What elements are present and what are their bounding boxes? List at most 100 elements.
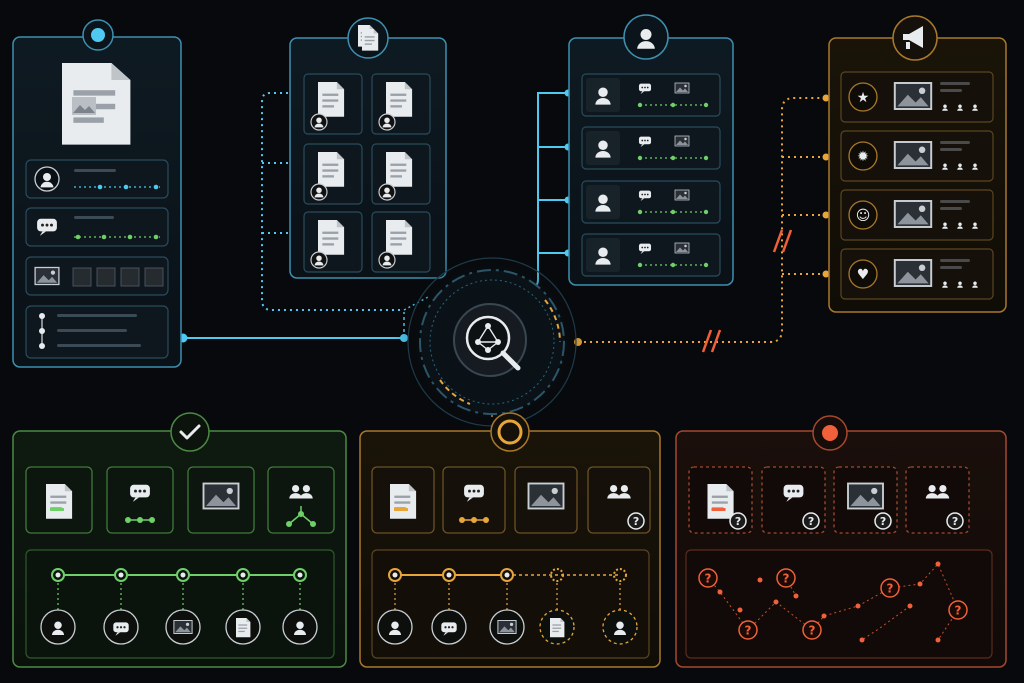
- tile-people-question-icon[interactable]: [587, 466, 651, 534]
- image-icon: [202, 482, 240, 510]
- progress-track: [40, 568, 318, 645]
- profile-row-chat[interactable]: [25, 207, 169, 247]
- progress-track: [377, 568, 638, 645]
- document-card[interactable]: [371, 211, 431, 273]
- svg-text:☺: ☺: [856, 208, 871, 224]
- missing-node[interactable]: ?: [880, 578, 900, 598]
- track-node[interactable]: [431, 609, 467, 645]
- document-card[interactable]: [303, 73, 363, 135]
- track-node[interactable]: [40, 609, 76, 645]
- profile-row-timeline[interactable]: [25, 305, 169, 359]
- user-icon: [848, 200, 878, 230]
- image-icon: [893, 200, 933, 228]
- track-node[interactable]: [489, 609, 525, 645]
- campaign-row[interactable]: ☺: [840, 189, 994, 241]
- track-node[interactable]: [282, 609, 318, 645]
- image-icon: [674, 242, 690, 254]
- svg-text:?: ?: [783, 572, 790, 586]
- document-card[interactable]: [303, 211, 363, 273]
- person-row[interactable]: [581, 73, 721, 117]
- ring-icon: [490, 412, 530, 452]
- tile-document-icon[interactable]: [371, 466, 435, 534]
- tile-people-question-icon[interactable]: [905, 466, 970, 534]
- tile-document-icon[interactable]: [25, 466, 93, 534]
- missing-node[interactable]: ?: [948, 600, 968, 620]
- broken-panel[interactable]: ??????: [675, 415, 1007, 668]
- campaign-row[interactable]: ♥: [840, 248, 994, 300]
- image-icon: [893, 82, 933, 110]
- people-panel[interactable]: [568, 14, 734, 286]
- missing-node[interactable]: ?: [802, 620, 822, 640]
- image-icon: [527, 482, 565, 510]
- document-grid: [303, 73, 431, 273]
- profile-row-images[interactable]: [25, 256, 169, 296]
- track-node[interactable]: [539, 609, 575, 645]
- svg-text:✹: ✹: [857, 149, 869, 165]
- link-break-mark: [772, 229, 793, 253]
- document-card[interactable]: [371, 143, 431, 205]
- document-icon: [390, 484, 417, 519]
- check-icon: [170, 412, 210, 452]
- complete-panel[interactable]: [12, 412, 347, 668]
- image-icon: [893, 141, 933, 169]
- document-icon: [386, 220, 413, 255]
- network-search-icon: [465, 315, 521, 371]
- missing-nodes: ??????: [698, 568, 968, 640]
- person-row[interactable]: [581, 126, 721, 170]
- tile-image-icon[interactable]: [187, 466, 255, 534]
- document-icon: [318, 152, 345, 187]
- hub-to-campaigns-line: [578, 97, 826, 343]
- track-node[interactable]: [165, 609, 201, 645]
- document-card[interactable]: [303, 143, 363, 205]
- question-icon: [729, 512, 747, 530]
- profile-row-user[interactable]: [25, 159, 169, 199]
- link-break-mark: [701, 329, 722, 353]
- tile-people-network-icon[interactable]: [267, 466, 335, 534]
- person-row[interactable]: [581, 180, 721, 224]
- profile-panel[interactable]: [12, 19, 182, 368]
- image-icon: [497, 620, 517, 634]
- people-rows: [581, 73, 721, 277]
- tile-image-icon[interactable]: [514, 466, 578, 534]
- track-node[interactable]: [225, 609, 261, 645]
- connector-node: [822, 94, 830, 102]
- scattered-network: [707, 561, 959, 643]
- image-icon: [893, 259, 933, 287]
- search-hub[interactable]: [394, 244, 590, 440]
- svg-text:?: ?: [745, 624, 752, 638]
- tile-chat-icon[interactable]: [106, 466, 174, 534]
- sparkle-icon: [848, 141, 878, 171]
- image-icon: [674, 189, 690, 201]
- document-card[interactable]: [371, 73, 431, 135]
- connector-node: [822, 153, 830, 161]
- missing-node[interactable]: ?: [698, 568, 718, 588]
- person-row[interactable]: [581, 233, 721, 277]
- tile-chat-icon[interactable]: [442, 466, 506, 534]
- campaign-row[interactable]: ★: [840, 71, 994, 123]
- document-icon: [707, 484, 734, 519]
- documents-bracket-line: [261, 92, 404, 311]
- document-icon: [318, 82, 345, 117]
- tile-image-question-icon[interactable]: [833, 466, 898, 534]
- document-icon: [318, 220, 345, 255]
- track-node[interactable]: [602, 609, 638, 645]
- missing-node[interactable]: ?: [738, 620, 758, 640]
- track-node[interactable]: [377, 609, 413, 645]
- tile-document-question-icon[interactable]: [688, 466, 753, 534]
- campaigns-panel[interactable]: ★ ✹ ☺ ♥: [828, 15, 1007, 313]
- campaign-row[interactable]: ✹: [840, 130, 994, 182]
- image-icon: [173, 620, 193, 634]
- image-icon: [674, 135, 690, 147]
- missing-node[interactable]: ?: [776, 568, 796, 588]
- svg-text:♥: ♥: [857, 267, 870, 283]
- image-icon: [847, 482, 884, 510]
- svg-text:?: ?: [809, 624, 816, 638]
- documents-panel[interactable]: [289, 17, 447, 279]
- question-icon: [874, 512, 892, 530]
- partial-panel[interactable]: [359, 412, 661, 668]
- tile-chat-question-icon[interactable]: [761, 466, 826, 534]
- connector-node: [822, 211, 830, 219]
- connector-node: [822, 270, 830, 278]
- track-node[interactable]: [103, 609, 139, 645]
